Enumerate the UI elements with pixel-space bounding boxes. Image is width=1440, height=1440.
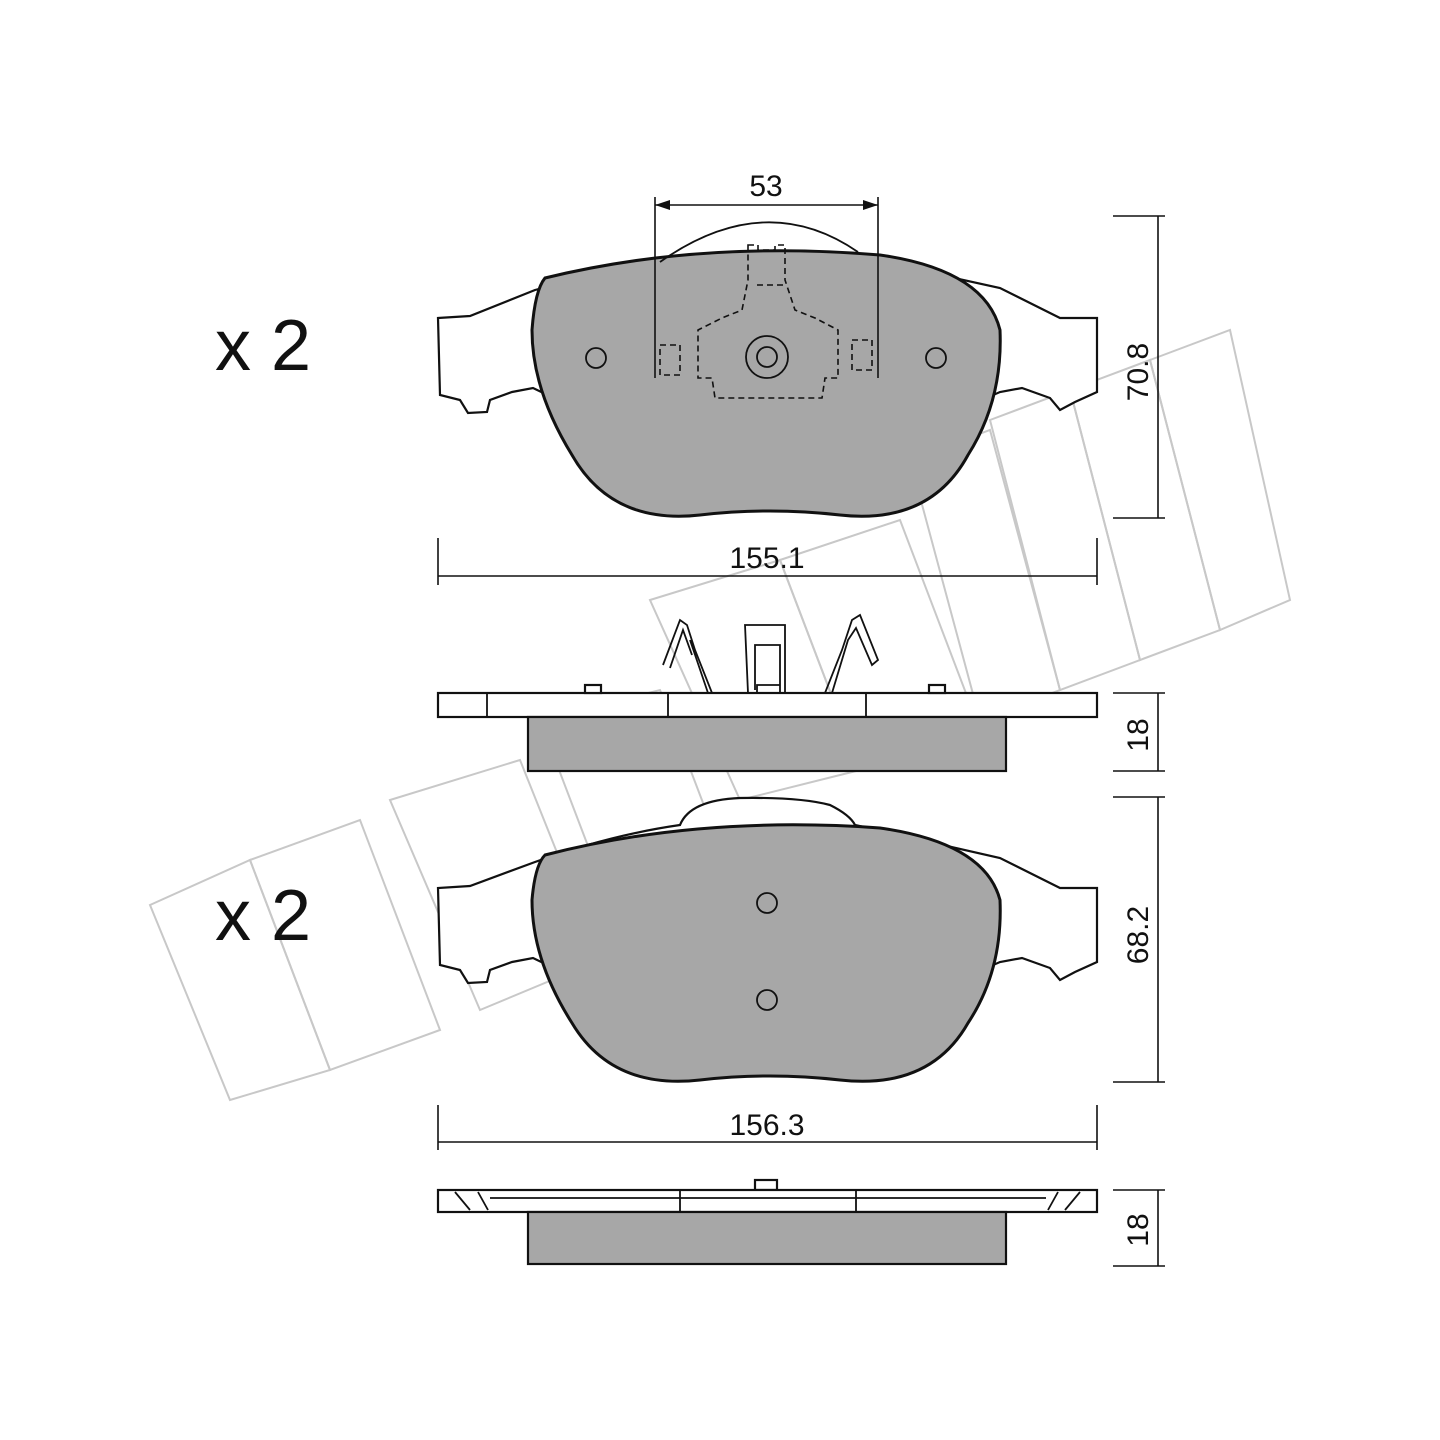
- bottom-width-label: 156.3: [729, 1109, 804, 1142]
- top-side-friction-material: [526, 715, 1008, 773]
- top-side-spring-clip: [662, 613, 880, 694]
- top-friction-material: [530, 249, 1002, 518]
- top-pad-center-boss-outer: [745, 335, 789, 379]
- bottom-pad-hole-lower: [756, 989, 778, 1011]
- top-quantity-label: x 2: [215, 306, 311, 386]
- bottom-height-label: 68.2: [1122, 906, 1155, 964]
- top-thickness-dimension: [1113, 692, 1165, 772]
- bottom-height-dimension: [1113, 796, 1165, 1083]
- bottom-pad-front-view: [436, 796, 1099, 1083]
- bottom-side-friction-material: [526, 1210, 1008, 1266]
- bottom-quantity-label: x 2: [215, 876, 311, 956]
- bottom-thickness-label: 18: [1122, 1213, 1155, 1246]
- bottom-friction-material: [530, 823, 1002, 1083]
- top-sensor-width-label: 53: [749, 170, 782, 203]
- bottom-thickness-dimension: [1113, 1189, 1165, 1267]
- bottom-pad-hole-upper: [756, 892, 778, 914]
- top-pad-hole-left: [585, 347, 607, 369]
- top-height-dimension: [1113, 215, 1165, 519]
- top-pad-hole-right: [925, 347, 947, 369]
- top-pad-center-boss-inner: [756, 346, 778, 368]
- top-pad-front-view: [436, 221, 1099, 518]
- top-side-backing-plate: [436, 691, 1099, 719]
- bottom-width-dimension: [437, 1105, 1098, 1150]
- top-sensor-width-dimension: [654, 197, 879, 378]
- top-sensor-arc: [659, 221, 859, 263]
- top-clip-outline: [659, 244, 873, 399]
- top-height-label: 70.8: [1122, 343, 1155, 401]
- top-width-label: 155.1: [729, 542, 804, 575]
- bottom-side-backing-plate: [436, 1188, 1099, 1214]
- top-thickness-label: 18: [1122, 718, 1155, 751]
- bottom-pad-side-view: [436, 1178, 1099, 1266]
- top-pad-side-view: [436, 613, 1099, 773]
- top-width-dimension: [437, 538, 1098, 585]
